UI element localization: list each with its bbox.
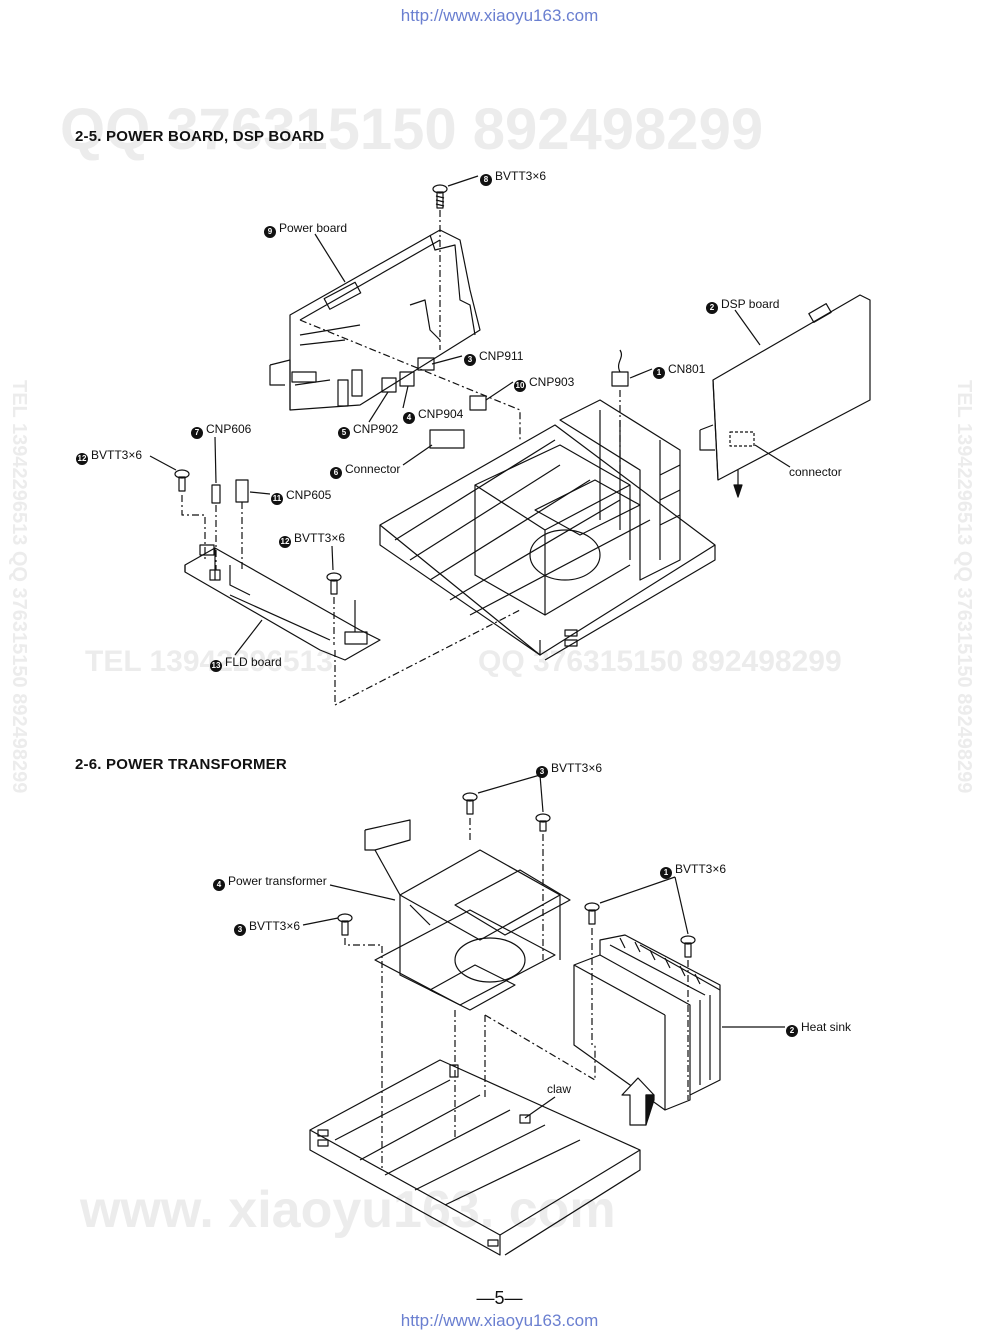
- cnp606-connector: [211, 484, 221, 504]
- cnp903-connector: [469, 395, 487, 411]
- screw-1-right-drawing: [680, 935, 696, 958]
- chassis-drawing: [379, 399, 716, 661]
- screw-1-left-drawing: [584, 902, 600, 925]
- section-title-power-transformer: 2-6. POWER TRANSFORMER: [75, 756, 287, 773]
- screw-12-right-drawing: [326, 572, 342, 595]
- screw-3-top-right-drawing: [535, 813, 551, 832]
- cnp902-connector: [381, 377, 397, 393]
- power-transformer-drawing: [364, 819, 571, 1011]
- label-dsp-connector: connector: [789, 465, 842, 479]
- dsp-board-drawing: [699, 294, 871, 498]
- footer-url[interactable]: http://www.xiaoyu163.com: [400, 1311, 599, 1330]
- screw-12-left-drawing: [174, 469, 190, 492]
- lift-arrow-drawing: [621, 1077, 655, 1126]
- section-title-power-dsp: 2-5. POWER BOARD, DSP BOARD: [75, 128, 325, 145]
- page-number: —5—: [476, 1288, 523, 1308]
- chassis-2-drawing: [309, 1059, 641, 1256]
- header-url[interactable]: http://www.xiaoyu163.com: [400, 6, 599, 25]
- screw-3-left-drawing: [337, 913, 353, 936]
- connector-6: [429, 429, 465, 449]
- label-claw: claw: [547, 1082, 572, 1096]
- cnp904-connector: [399, 371, 415, 387]
- heat-sink-drawing: [573, 934, 721, 1111]
- cn801-connector: [611, 371, 629, 387]
- screw-8-drawing: [432, 184, 448, 209]
- power-board-drawing: [269, 229, 481, 411]
- fld-board-drawing: [184, 544, 381, 661]
- screw-3-top-left-drawing: [462, 792, 478, 815]
- cnp605-connector: [235, 479, 249, 503]
